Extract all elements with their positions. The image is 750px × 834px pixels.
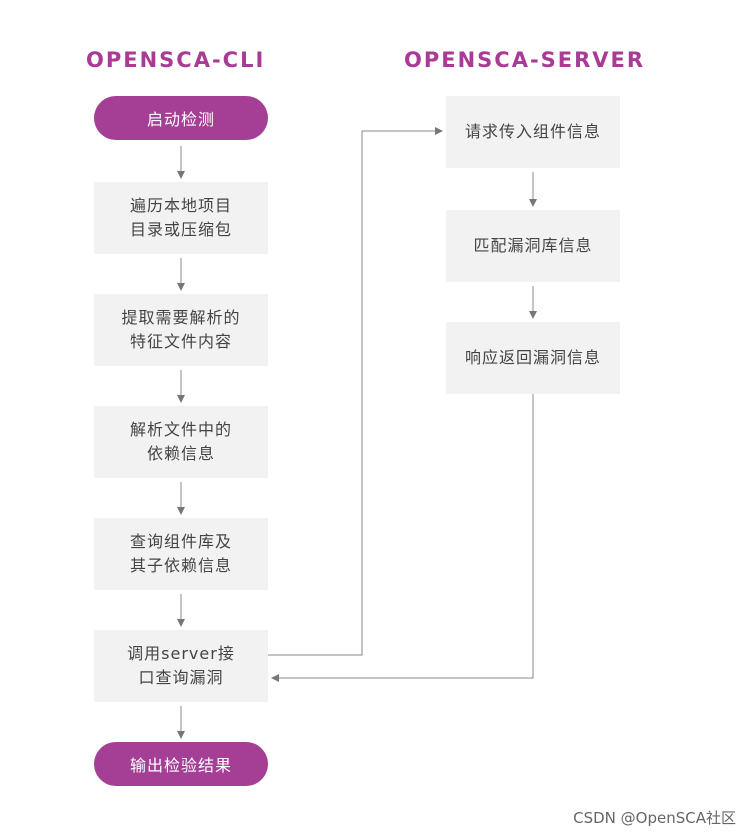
watermark-text: CSDN @OpenSCA社区 bbox=[573, 809, 736, 827]
call-line-1: 调用server接 bbox=[127, 644, 235, 663]
query-line-2: 其子依赖信息 bbox=[129, 556, 232, 575]
call-line-2: 口查询漏洞 bbox=[138, 668, 224, 687]
traverse-line-2: 目录或压缩包 bbox=[129, 220, 232, 239]
traverse-line-1: 遍历本地项目 bbox=[129, 196, 232, 215]
respond-label: 响应返回漏洞信息 bbox=[464, 348, 601, 367]
match-vuln-db-node: 匹配漏洞库信息 bbox=[446, 210, 620, 282]
output-result-node: 输出检验结果 bbox=[94, 742, 268, 786]
parse-line-1: 解析文件中的 bbox=[129, 420, 232, 439]
server-column-title: OPENSCA-SERVER bbox=[404, 48, 646, 72]
arrow-response-to-cli bbox=[271, 394, 534, 682]
parse-line-2: 依赖信息 bbox=[146, 444, 215, 463]
arrow-request-to-server bbox=[268, 127, 443, 656]
extract-line-2: 特征文件内容 bbox=[129, 332, 232, 351]
cli-column-title: OPENSCA-CLI bbox=[86, 48, 266, 72]
extract-line-1: 提取需要解析的 bbox=[121, 308, 241, 327]
query-line-1: 查询组件库及 bbox=[129, 532, 232, 551]
call-server-node: 调用server接 口查询漏洞 bbox=[94, 630, 268, 702]
parse-dependencies-node: 解析文件中的 依赖信息 bbox=[94, 406, 268, 478]
query-component-node: 查询组件库及 其子依赖信息 bbox=[94, 518, 268, 590]
receive-components-node: 请求传入组件信息 bbox=[446, 96, 620, 168]
receive-label: 请求传入组件信息 bbox=[464, 122, 601, 141]
respond-vuln-node: 响应返回漏洞信息 bbox=[446, 322, 620, 394]
extract-files-node: 提取需要解析的 特征文件内容 bbox=[94, 294, 268, 366]
match-label: 匹配漏洞库信息 bbox=[473, 236, 593, 255]
traverse-project-node: 遍历本地项目 目录或压缩包 bbox=[94, 182, 268, 254]
start-detection-node: 启动检测 bbox=[94, 96, 268, 140]
